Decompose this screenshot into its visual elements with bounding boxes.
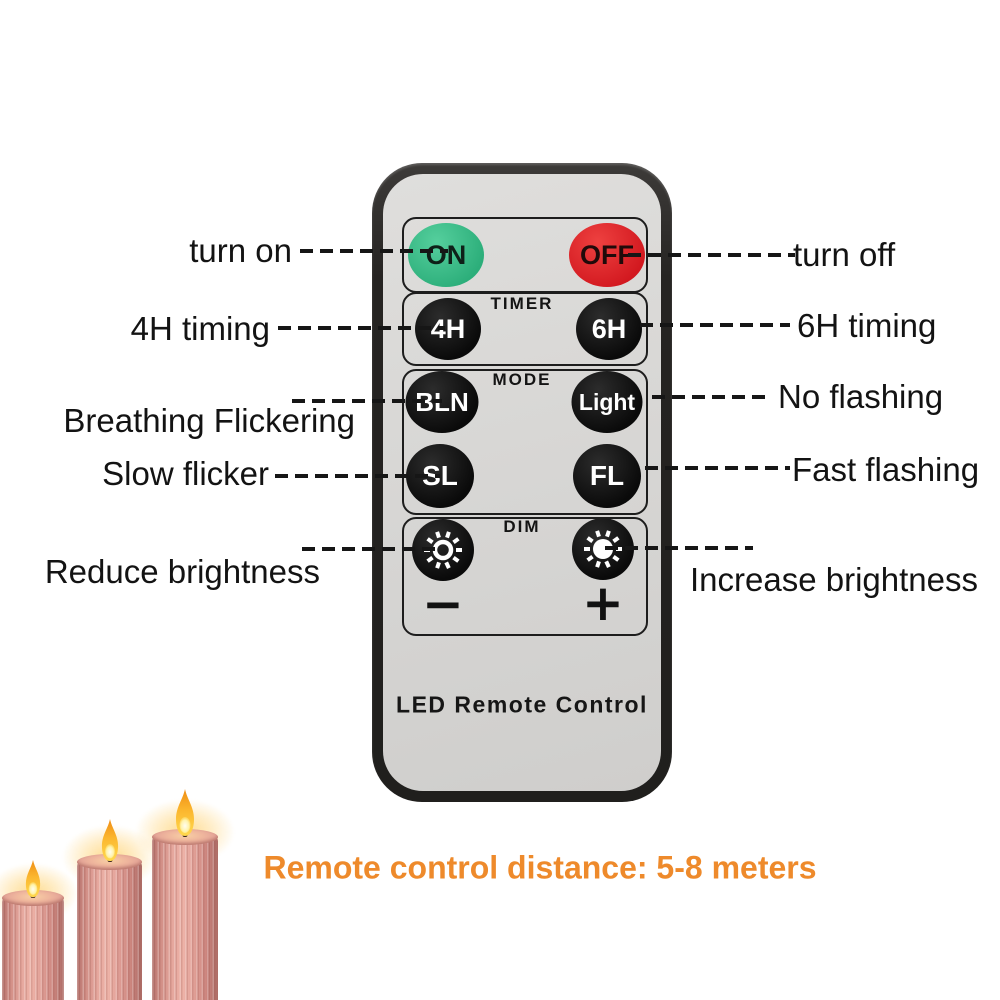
dim-section-title: DIM (503, 517, 541, 536)
candle-top-surface (152, 829, 218, 845)
minus-symbol: − (422, 575, 464, 633)
leader-line-6h-timing (640, 323, 790, 327)
remote-body: TIMER MODE DIM ON OFF 4H 6H BLN Light SL… (372, 163, 672, 802)
callout-turn-on: turn on (189, 232, 292, 269)
callout-reduce-brightness: Reduce brightness (44, 553, 320, 590)
flame-icon (101, 819, 119, 862)
leader-line-reduce-brightness (302, 547, 442, 551)
off-button: OFF (569, 223, 645, 287)
candle-medium (77, 854, 142, 1000)
remote-brand-label: LED Remote Control (396, 691, 648, 718)
leader-line-no-flashing (652, 395, 772, 399)
callout-slow-flicker: Slow flicker (102, 455, 269, 492)
candle-large (152, 829, 218, 1000)
leader-line-turn-off (628, 253, 795, 257)
mode-fl-button: FL (573, 444, 641, 508)
plus-symbol: + (582, 574, 624, 632)
mode-section-frame (402, 369, 648, 515)
callout-breathing-flickering: Breathing Flickering (63, 402, 355, 439)
candle-small (2, 890, 64, 1000)
callout-fast-flashing: Fast flashing (792, 451, 980, 488)
leader-line-fast-flashing (645, 466, 790, 470)
mode-section-title: MODE (492, 370, 552, 389)
sun-bright-icon (581, 527, 625, 571)
leader-line-slow-flicker (275, 474, 440, 478)
callout-6h-timing: 6H timing (797, 307, 937, 344)
flame-icon (25, 860, 41, 898)
on-button: ON (408, 223, 484, 287)
candle-top-surface (77, 854, 142, 870)
callout-no-flashing: No flashing (778, 378, 944, 415)
timer-section-title: TIMER (490, 294, 554, 313)
callout-4h-timing: 4H timing (130, 310, 270, 347)
flame-icon (176, 789, 194, 836)
leader-line-turn-on (300, 249, 448, 253)
dim-section-frame (402, 517, 648, 636)
mode-light-button: Light (571, 371, 643, 433)
leader-line-increase-brightness (605, 546, 753, 550)
distance-note: Remote control distance: 5-8 meters (263, 849, 817, 886)
candle-top-surface (2, 890, 64, 906)
leader-line-4h-timing (278, 326, 445, 330)
callout-increase-brightness: Increase brightness (690, 561, 978, 598)
timer-6h-button: 6H (576, 298, 642, 360)
leader-line-breathing (292, 399, 442, 403)
callout-turn-off: turn off (793, 236, 896, 273)
